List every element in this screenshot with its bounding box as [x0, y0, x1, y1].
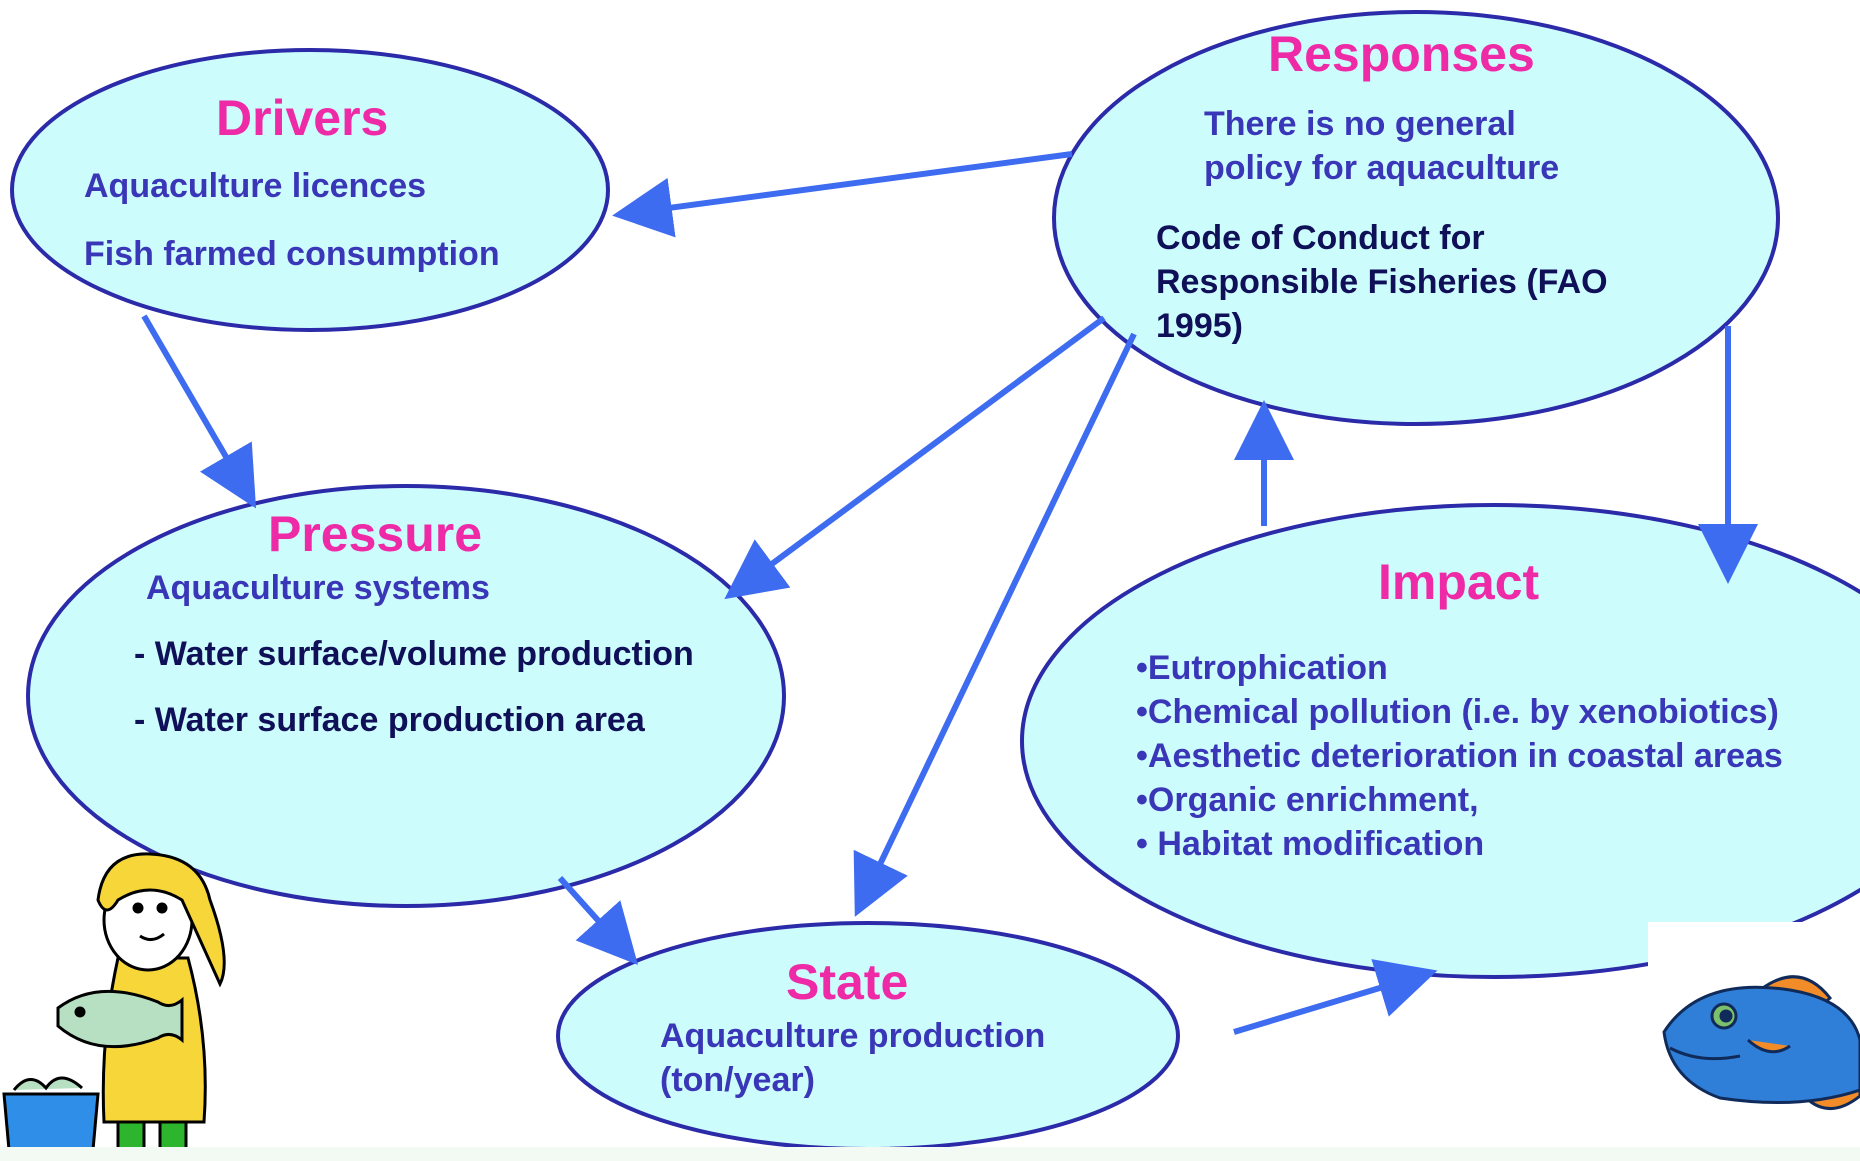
responses-ellipse [1052, 10, 1780, 426]
impact-item: • Habitat modification [1136, 825, 1485, 863]
drivers-item: Aquaculture licences [84, 167, 427, 205]
responses-code-line: Responsible Fisheries (FAO [1156, 263, 1608, 301]
arrow-responses-to-pressure [724, 315, 1106, 600]
state-title: State [786, 954, 909, 1010]
state-text-line: Aquaculture production [660, 1017, 1046, 1055]
responses-code-line: Code of Conduct for [1156, 219, 1485, 257]
pressure-item: - Water surface/volume production [134, 635, 694, 673]
fish-illustration [1662, 975, 1860, 1110]
arrow-state-to-impact [1233, 959, 1438, 1035]
pressure-item: - Water surface production area [134, 701, 645, 739]
impact-title: Impact [1378, 554, 1540, 610]
impact-list: •Eutrophication •Chemical pollution (i.e… [1136, 646, 1783, 866]
drivers-item: Fish farmed consumption [84, 235, 500, 273]
arrow-pressure-to-state [557, 875, 639, 965]
drivers-ellipse [10, 48, 610, 332]
responses-text-line: There is no general [1204, 105, 1516, 143]
responses-title: Responses [1268, 26, 1535, 82]
arrow-responses-to-drivers [612, 151, 1073, 238]
responses-text-line: policy for aquaculture [1204, 149, 1560, 187]
arrow-responses-to-state [853, 332, 1137, 917]
impact-item: •Chemical pollution (i.e. by xenobiotics… [1136, 693, 1779, 731]
pressure-subtitle: Aquaculture systems [146, 569, 490, 607]
bottom-strip [0, 1147, 1860, 1161]
impact-ellipse [1020, 503, 1860, 979]
state-text-line: (ton/year) [660, 1061, 815, 1099]
pressure-ellipse [26, 484, 786, 908]
pressure-title: Pressure [268, 506, 483, 562]
impact-item: •Eutrophication [1136, 649, 1388, 687]
drivers-title: Drivers [216, 90, 389, 146]
impact-item: •Aesthetic deterioration in coastal area… [1136, 737, 1783, 775]
arrow-drivers-to-pressure [141, 314, 257, 509]
responses-code-line: 1995) [1156, 307, 1243, 345]
fisherman-illustration [2, 852, 226, 1161]
impact-item: •Organic enrichment, [1136, 781, 1479, 819]
